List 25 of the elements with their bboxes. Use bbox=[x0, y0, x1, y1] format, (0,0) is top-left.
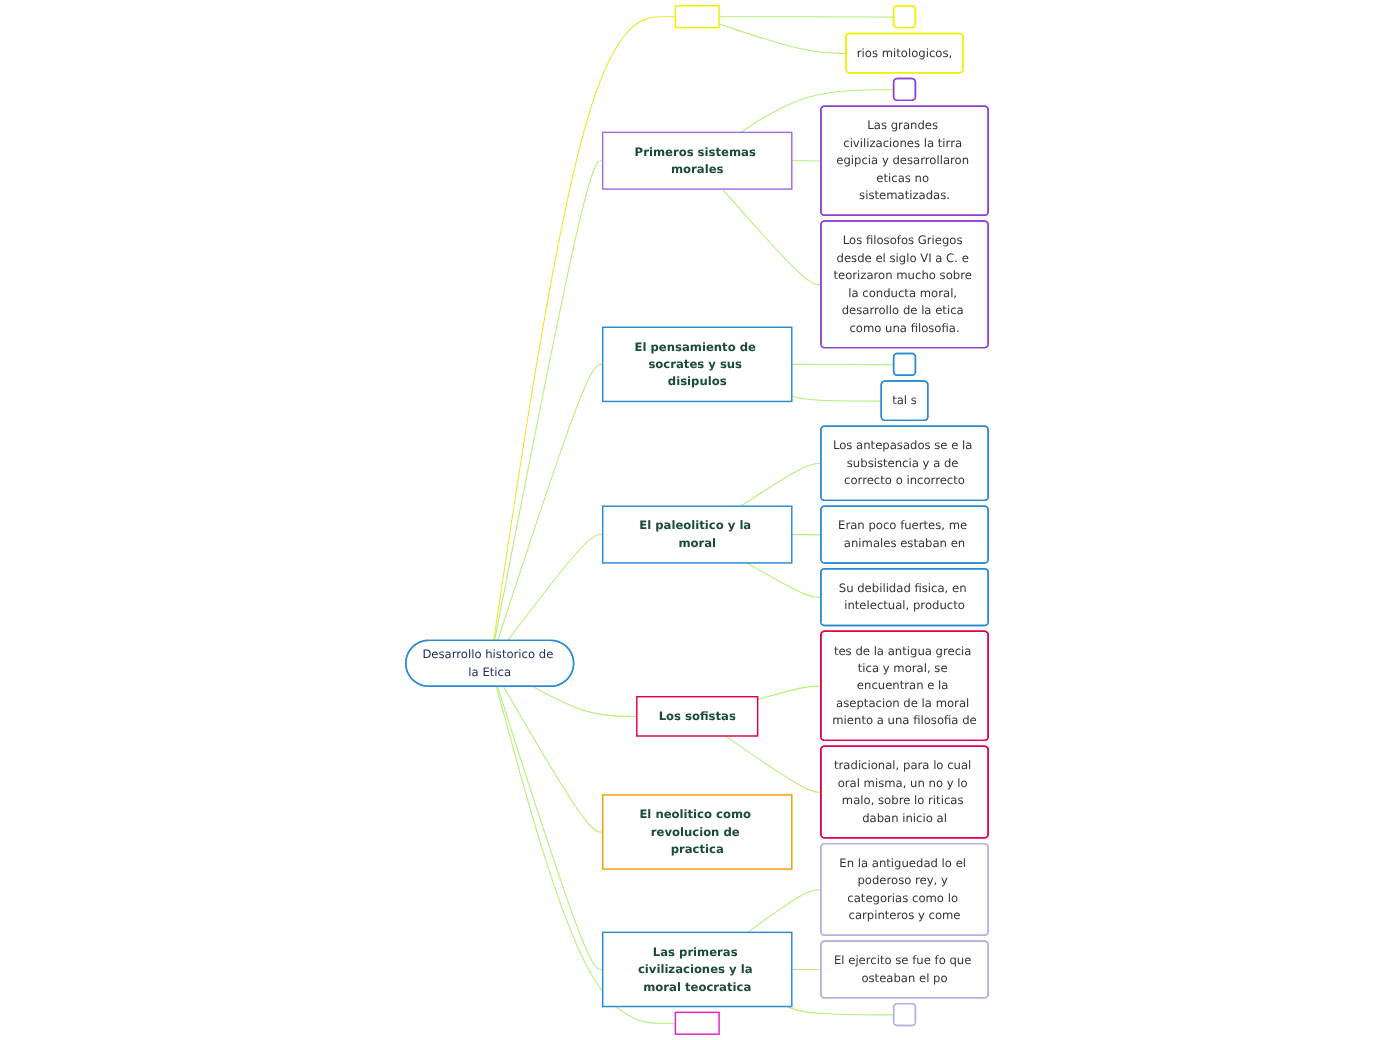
connector-line bbox=[785, 1006, 894, 1016]
connector-line bbox=[745, 562, 821, 598]
connector-line bbox=[494, 686, 675, 1024]
node-box bbox=[673, 5, 719, 29]
connector-line bbox=[790, 160, 821, 162]
connector-line bbox=[790, 968, 821, 971]
connector-line bbox=[492, 16, 675, 642]
connector-line bbox=[493, 160, 603, 642]
connector-line bbox=[495, 686, 603, 970]
connector-line bbox=[739, 89, 894, 133]
connector-line bbox=[746, 889, 821, 933]
connector-line bbox=[756, 685, 821, 700]
connector-line bbox=[531, 686, 637, 717]
connector-line bbox=[501, 686, 603, 833]
connector-line bbox=[717, 16, 894, 18]
connector-line bbox=[720, 188, 821, 286]
connector-line bbox=[739, 463, 821, 507]
connector-line bbox=[506, 534, 603, 642]
connector-line bbox=[790, 534, 821, 536]
connector-line bbox=[724, 735, 821, 793]
connector-line bbox=[717, 23, 846, 54]
connector-line bbox=[790, 363, 894, 366]
connector-line bbox=[496, 363, 603, 642]
connector-line bbox=[790, 395, 882, 402]
node-box bbox=[673, 1011, 719, 1035]
